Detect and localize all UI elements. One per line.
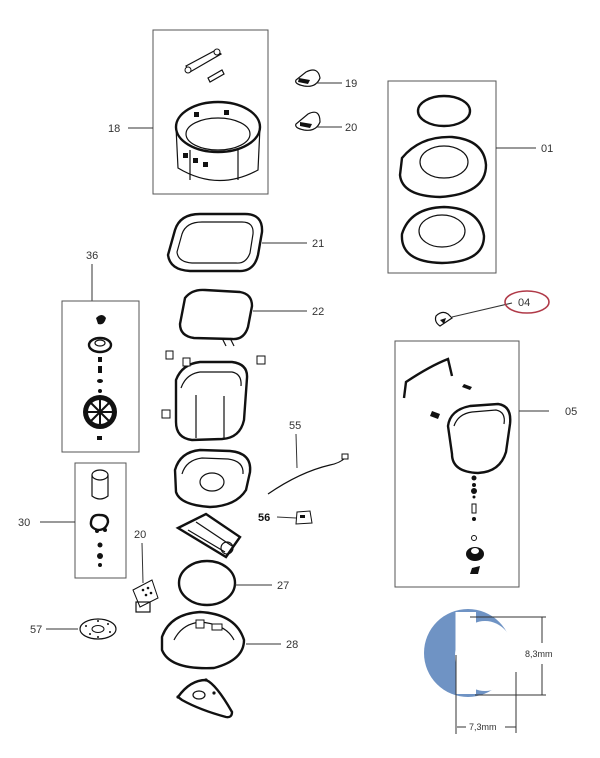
bearing-part xyxy=(87,336,113,354)
mount-plate-part xyxy=(89,513,110,532)
part-box-18 xyxy=(152,29,269,195)
part-56[interactable]: 56 xyxy=(258,510,313,525)
bread-pan-part xyxy=(446,402,512,475)
seal-ring-27 xyxy=(177,559,237,607)
part-group-30[interactable]: 30 xyxy=(18,462,127,579)
part-box-01 xyxy=(387,80,497,274)
part-label-55[interactable]: 55 xyxy=(289,420,301,432)
clip-part-19 xyxy=(295,69,321,87)
part-04[interactable]: 04 xyxy=(434,290,550,327)
part-21[interactable]: 21 xyxy=(166,212,324,273)
heating-element-22 xyxy=(178,288,254,341)
motor-pulley-part xyxy=(91,469,109,500)
part-label-20-bottom[interactable]: 20 xyxy=(134,529,146,541)
dimension-height: 8,3mm xyxy=(470,616,553,696)
seal-cross-section xyxy=(424,609,515,697)
part-box-05 xyxy=(394,340,520,588)
control-board-part xyxy=(132,579,159,608)
lid-part xyxy=(398,135,488,199)
part-group-01[interactable]: 01 xyxy=(387,80,553,274)
dimension-height-label: 8,3mm xyxy=(525,649,553,659)
leader-line-55 xyxy=(295,433,298,469)
part-20-clip[interactable]: 20 xyxy=(295,111,358,134)
part-group-36[interactable]: 36 xyxy=(61,250,140,453)
lid-cover-part xyxy=(400,205,486,265)
part-20-control-board[interactable]: 20 xyxy=(132,529,159,613)
gasket-frame-21 xyxy=(166,212,264,273)
part-label-21[interactable]: 21 xyxy=(312,238,324,250)
sensor-wire-part xyxy=(267,457,346,495)
part-label-56[interactable]: 56 xyxy=(258,512,270,524)
part-57[interactable]: 57 xyxy=(30,618,117,640)
part-label-18[interactable]: 18 xyxy=(108,123,120,135)
part-group-05[interactable]: 05 xyxy=(394,340,577,588)
knob-part-04 xyxy=(434,311,453,327)
base-housing-part xyxy=(160,610,246,670)
leader-line-04 xyxy=(451,302,513,318)
part-label-05[interactable]: 05 xyxy=(565,406,577,418)
leader-line-20-bottom xyxy=(141,542,144,584)
part-label-20[interactable]: 20 xyxy=(345,122,357,134)
part-19[interactable]: 19 xyxy=(295,69,358,90)
dimension-width: 7,3mm xyxy=(455,655,517,734)
bread-pan-housing-part xyxy=(161,350,266,442)
part-label-04[interactable]: 04 xyxy=(518,297,530,309)
part-label-22[interactable]: 22 xyxy=(312,306,324,318)
base-plate-part xyxy=(175,512,242,559)
small-clip-part xyxy=(96,315,106,325)
part-label-30[interactable]: 30 xyxy=(18,517,30,529)
part-label-19[interactable]: 19 xyxy=(345,78,357,90)
part-label-01[interactable]: 01 xyxy=(541,143,553,155)
bracket-part xyxy=(184,48,225,83)
part-22[interactable]: 22 xyxy=(178,288,324,347)
part-55[interactable]: 55 xyxy=(267,420,349,495)
dimension-width-label: 7,3mm xyxy=(469,722,497,732)
part-box-36 xyxy=(61,300,140,453)
lid-seal-ring xyxy=(416,94,472,128)
bottom-plate-part xyxy=(176,678,234,719)
filter-disc-part xyxy=(79,618,117,640)
drip-tray-part xyxy=(173,448,252,509)
part-label-27[interactable]: 27 xyxy=(277,580,289,592)
leader-line-56 xyxy=(276,516,297,519)
part-label-28[interactable]: 28 xyxy=(286,639,298,651)
highlight-circle xyxy=(504,290,550,314)
gear-wheel-part xyxy=(83,395,117,429)
part-group-18[interactable]: 18 xyxy=(108,29,269,195)
part-box-30 xyxy=(74,462,127,579)
housing-part xyxy=(174,100,262,182)
clip-part-20 xyxy=(295,111,321,131)
part-label-57[interactable]: 57 xyxy=(30,624,42,636)
handle-part xyxy=(402,357,454,399)
part-28[interactable]: 28 xyxy=(160,610,298,670)
part-27[interactable]: 27 xyxy=(177,559,289,607)
part-label-36[interactable]: 36 xyxy=(86,250,98,262)
